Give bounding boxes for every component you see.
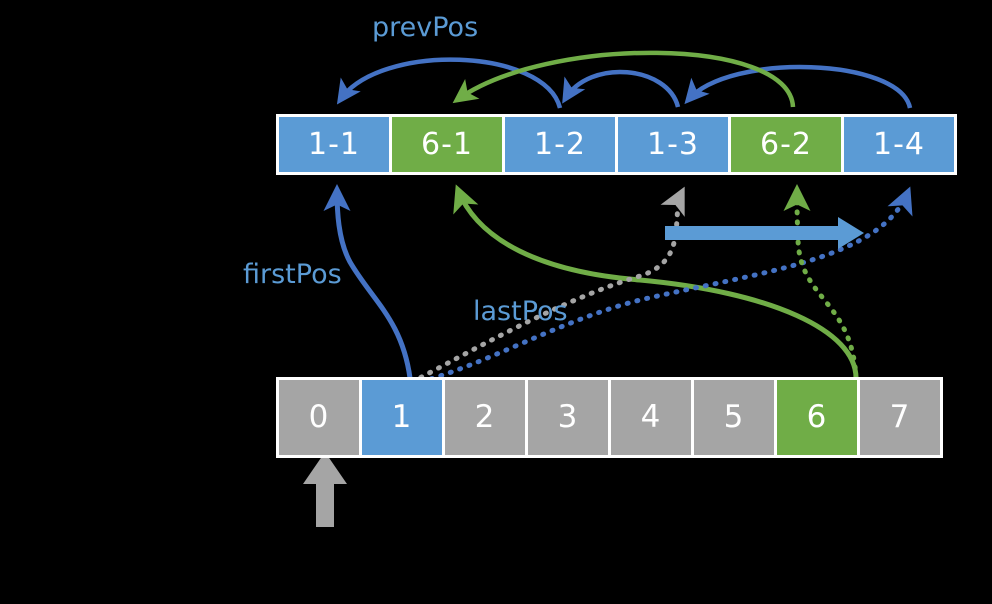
- entry-cell-1-4[interactable]: 1-4: [844, 117, 954, 172]
- bucket-cell-2[interactable]: 2: [445, 380, 525, 455]
- bucket-cell-0[interactable]: 0: [279, 380, 359, 455]
- label-firstpos: firstPos: [243, 259, 342, 290]
- bucket-cell-7[interactable]: 7: [860, 380, 940, 455]
- firstpos-curve-bucket1-to-1-1: [323, 183, 413, 379]
- prevpos-arc-6-2-to-6-1: [452, 50, 796, 108]
- entry-cell-1-2[interactable]: 1-2: [505, 117, 615, 172]
- prevpos-arc-1-3-to-1-2: [562, 69, 681, 108]
- prevpos-arc-1-2-to-1-1: [336, 57, 563, 109]
- entry-cell-1-1[interactable]: 1-1: [279, 117, 389, 172]
- label-prevpos: prevPos: [372, 12, 479, 43]
- lastpos-dotted-bucket1-to-1-4: [409, 186, 913, 387]
- entry-cell-6-2[interactable]: 6-2: [731, 117, 841, 172]
- bucket-cell-3[interactable]: 3: [528, 380, 608, 455]
- bucket-index-block-arrow: [303, 452, 347, 527]
- bucket-cell-6[interactable]: 6: [777, 380, 857, 455]
- bucket-cell-1[interactable]: 1: [362, 380, 442, 455]
- entries-row: 1-1 6-1 1-2 1-3 6-2 1-4: [276, 114, 957, 175]
- bucket-cell-4[interactable]: 4: [611, 380, 691, 455]
- firstpos-curve-bucket6-to-6-1: [453, 184, 859, 379]
- entry-cell-6-1[interactable]: 6-1: [392, 117, 502, 172]
- progress-block-arrow: [665, 217, 864, 249]
- lastpos-dotted-bucket1-to-1-3: [409, 186, 685, 385]
- prevpos-arc-1-4-to-1-3: [684, 64, 913, 109]
- buckets-row: 0 1 2 3 4 5 6 7: [276, 377, 943, 458]
- lastpos-dotted-bucket6-to-6-2: [783, 183, 859, 381]
- label-lastpos: lastPos: [473, 296, 568, 327]
- entry-cell-1-3[interactable]: 1-3: [618, 117, 728, 172]
- bucket-cell-5[interactable]: 5: [694, 380, 774, 455]
